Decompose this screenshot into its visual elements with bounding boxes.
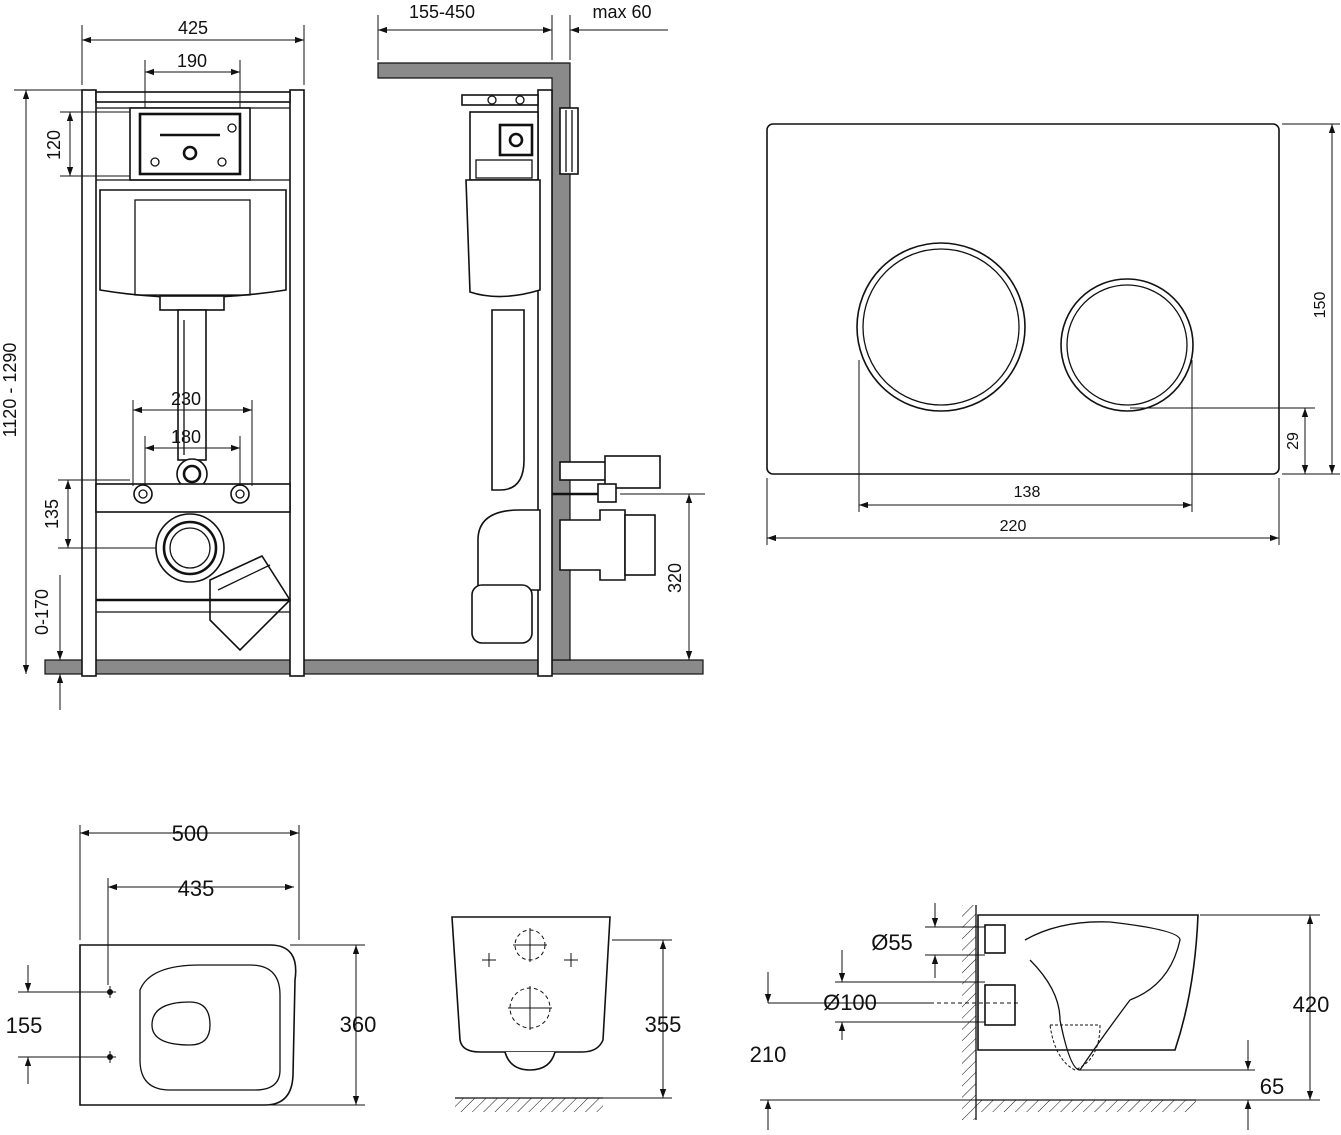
dim-depth-label: 155-450: [409, 2, 475, 22]
dim-plate-h-label: 150: [1312, 292, 1329, 319]
bowl-side-view: Ø55 Ø100 210 420 65: [750, 903, 1330, 1130]
dim-plate-height-label: 120: [44, 130, 64, 160]
side-cistern: [465, 179, 541, 298]
dim-pin-outer-label: 230: [171, 389, 201, 409]
frame-side-view: 155-450 max 60 320: [377, 2, 705, 677]
dim-bowl-height-label: 420: [1293, 992, 1330, 1017]
dim-outlet-level-label: 320: [665, 563, 685, 593]
dim-bottom-offset-label: 29: [1285, 432, 1302, 450]
waste-outlet: [155, 513, 225, 583]
frame-front-view: 425 190 120 1120 - 1290 230 180 135 0-17…: [0, 18, 704, 710]
bowl-outline-side: [977, 914, 1199, 1051]
frame-right-post: [289, 89, 305, 677]
flush-button-large: [856, 242, 1026, 412]
dim-outlet-height-side-label: 210: [750, 1042, 787, 1067]
dim-outlet-height-label: 135: [42, 499, 62, 529]
dim-width-label: 425: [178, 18, 208, 38]
side-waste-connector: [559, 509, 626, 581]
flush-plate-view: 150 29 138 220: [766, 123, 1340, 545]
cistern-tank: [99, 189, 287, 299]
dim-bowl-width-label: 360: [340, 1012, 377, 1037]
dim-button-span-label: 138: [1014, 484, 1041, 501]
dim-bowl-length-label: 500: [172, 821, 209, 846]
bowl-top-view: 500 435 155 360: [6, 821, 377, 1106]
dim-total-height-label: 1120 - 1290: [0, 343, 20, 438]
dim-plate-w-label: 220: [1000, 518, 1027, 535]
drop-pipe: [177, 309, 207, 461]
dim-inlet-dia-label: Ø55: [871, 930, 913, 955]
dim-max-wall-label: max 60: [592, 2, 651, 22]
mounting-plate: [129, 107, 251, 181]
dim-floor-adjust-label: 0-170: [32, 589, 52, 635]
dim-pin-inner-label: 180: [171, 427, 201, 447]
flush-button-small: [1060, 278, 1194, 412]
bowl-outline-rear: [451, 916, 611, 1053]
dim-plate-width-label: 190: [177, 51, 207, 71]
dim-bowl-inner-label: 435: [178, 876, 215, 901]
floor-strip: [44, 659, 704, 675]
dim-hole-spacing-label: 155: [6, 1013, 43, 1038]
dim-bottom-gap-label: 65: [1260, 1074, 1284, 1099]
dim-rear-height-label: 355: [645, 1012, 682, 1037]
frame-left-post: [81, 89, 97, 677]
flush-plate: [766, 123, 1280, 475]
side-valve-housing: [469, 111, 539, 181]
bowl-rear-view: 355: [451, 916, 682, 1112]
bowl-outline-top: [79, 944, 297, 1106]
